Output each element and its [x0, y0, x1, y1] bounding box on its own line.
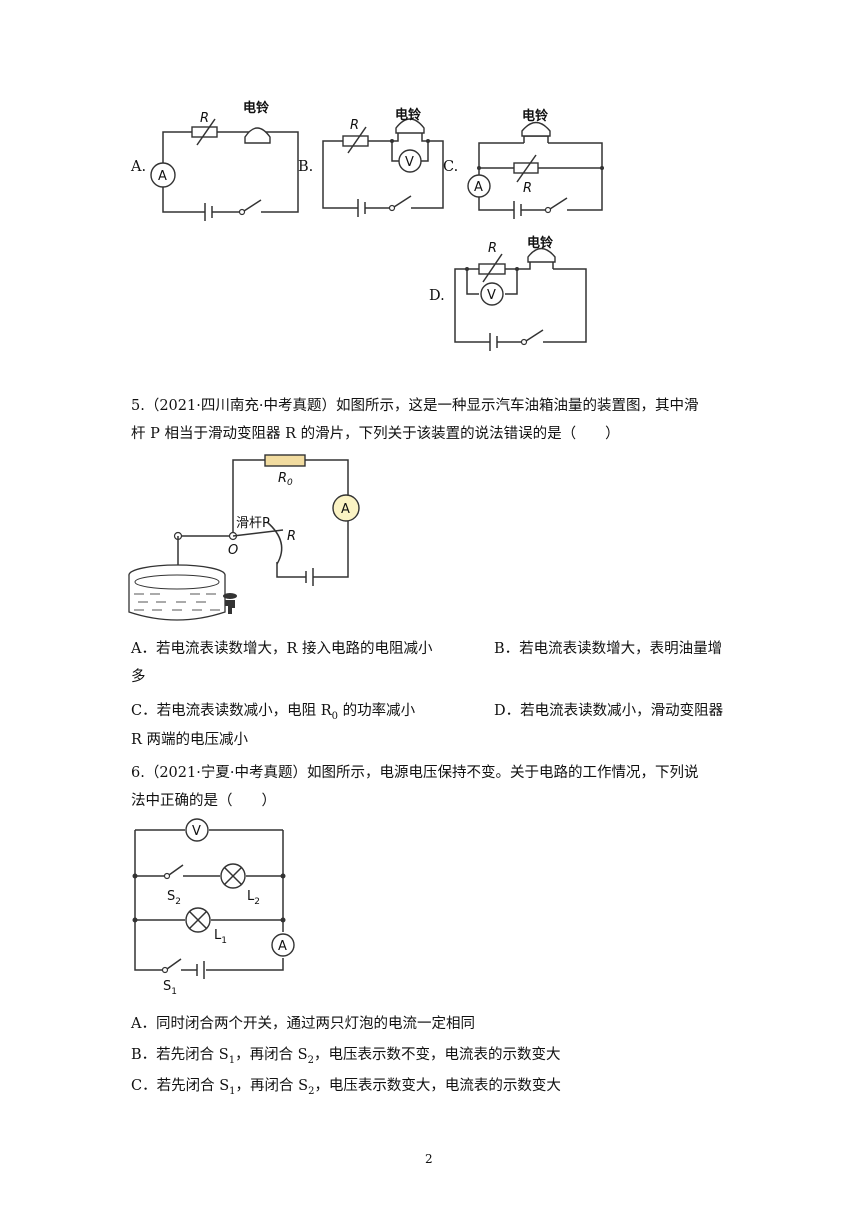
- q5-option-a: A．若电流表读数增大，R 接入电路的电阻减小: [131, 641, 433, 657]
- bell-icon: [244, 127, 271, 144]
- l1-label: L1: [214, 928, 227, 946]
- option-b-label: B.: [298, 159, 314, 175]
- bell-icon: [527, 247, 556, 263]
- voltmeter-icon: [185, 818, 209, 842]
- q5-stem-line1: 5.（2021·四川南充·中考真题）如图所示，这是一种显示汽车油箱油量的装置图，…: [131, 398, 699, 414]
- bell-icon: [395, 118, 425, 134]
- ammeter-icon: [332, 494, 360, 522]
- voltmeter-icon: [480, 282, 504, 306]
- faucet-icon: [225, 600, 235, 614]
- ammeter-icon: [271, 933, 295, 957]
- fixed-resistor-icon: [264, 454, 306, 467]
- ammeter-label: A: [278, 939, 287, 954]
- s1-label: S1: [163, 979, 177, 997]
- q5-option-c: C．若电流表读数减小，电阻 R0 的功率减小: [131, 703, 416, 722]
- meter-label: V: [405, 155, 414, 170]
- voltmeter-label: V: [192, 824, 201, 839]
- circuit-a-diagram: R 电铃 A: [150, 100, 299, 221]
- option-c-label: C.: [443, 159, 459, 175]
- meter-label: A: [158, 169, 167, 184]
- bell-label: 电铃: [527, 235, 553, 251]
- circuit-c-diagram: R 电铃 A: [467, 108, 604, 219]
- meter-label: V: [487, 288, 496, 303]
- slider-label: 滑杆P: [236, 516, 270, 531]
- q5-option-d-line1: D．若电流表读数减小，滑动变阻器: [494, 703, 724, 719]
- bell-icon: [521, 121, 551, 137]
- resistor-r-label: R: [350, 118, 359, 133]
- resistor-r-label: R: [523, 181, 532, 196]
- l2-label: L2: [247, 889, 260, 907]
- pivot-label: O: [228, 543, 238, 558]
- circuit-b-diagram: R 电铃 V: [322, 107, 444, 217]
- resistor-r-label: R: [488, 241, 497, 256]
- r0-label: R0: [278, 471, 293, 488]
- bell-label: 电铃: [522, 108, 548, 124]
- q5-stem-line2: 杆 P 相当于滑动变阻器 R 的滑片，下列关于该装置的说法错误的是（ ）: [131, 426, 620, 442]
- page-number: 2: [425, 1152, 433, 1166]
- meter-label: A: [474, 180, 483, 195]
- q6-stem-line1: 6.（2021·宁夏·中考真题）如图所示，电源电压保持不变。关于电路的工作情况，…: [131, 765, 699, 781]
- q6-option-b: B．若先闭合 S1，再闭合 S2，电压表示数不变，电流表的示数变大: [131, 1047, 561, 1066]
- ammeter-icon: [467, 174, 491, 198]
- variable-resistor-icon: [191, 126, 218, 138]
- bell-label: 电铃: [395, 107, 421, 123]
- q5-option-d-line2: R 两端的电压减小: [131, 732, 249, 748]
- s2-label: S2: [167, 889, 181, 907]
- voltmeter-icon: [398, 149, 422, 173]
- q5-option-b-line1: B．若电流表读数增大，表明油量增: [494, 641, 723, 657]
- q6-option-a: A．同时闭合两个开关，通过两只灯泡的电流一定相同: [131, 1016, 475, 1032]
- q6-option-c: C．若先闭合 S1，再闭合 S2，电压表示数变大，电流表的示数变大: [131, 1078, 561, 1097]
- bell-label: 电铃: [243, 100, 269, 116]
- resistor-r-label: R: [200, 111, 209, 126]
- option-a-label: A.: [131, 159, 147, 175]
- circuit-d-diagram: R 电铃 V: [454, 235, 587, 351]
- ammeter-label: A: [341, 502, 350, 517]
- r-label: R: [287, 529, 296, 544]
- q6-stem-line2: 法中正确的是（ ）: [131, 793, 276, 809]
- q5-option-b-line2: 多: [131, 669, 146, 685]
- ammeter-icon: [150, 162, 176, 188]
- fuel-gauge-diagram: R0 A 滑杆P O R: [128, 454, 360, 621]
- parallel-circuit-diagram: V S2 L2 L1 A S1: [132, 818, 295, 997]
- option-d-label: D.: [429, 288, 445, 304]
